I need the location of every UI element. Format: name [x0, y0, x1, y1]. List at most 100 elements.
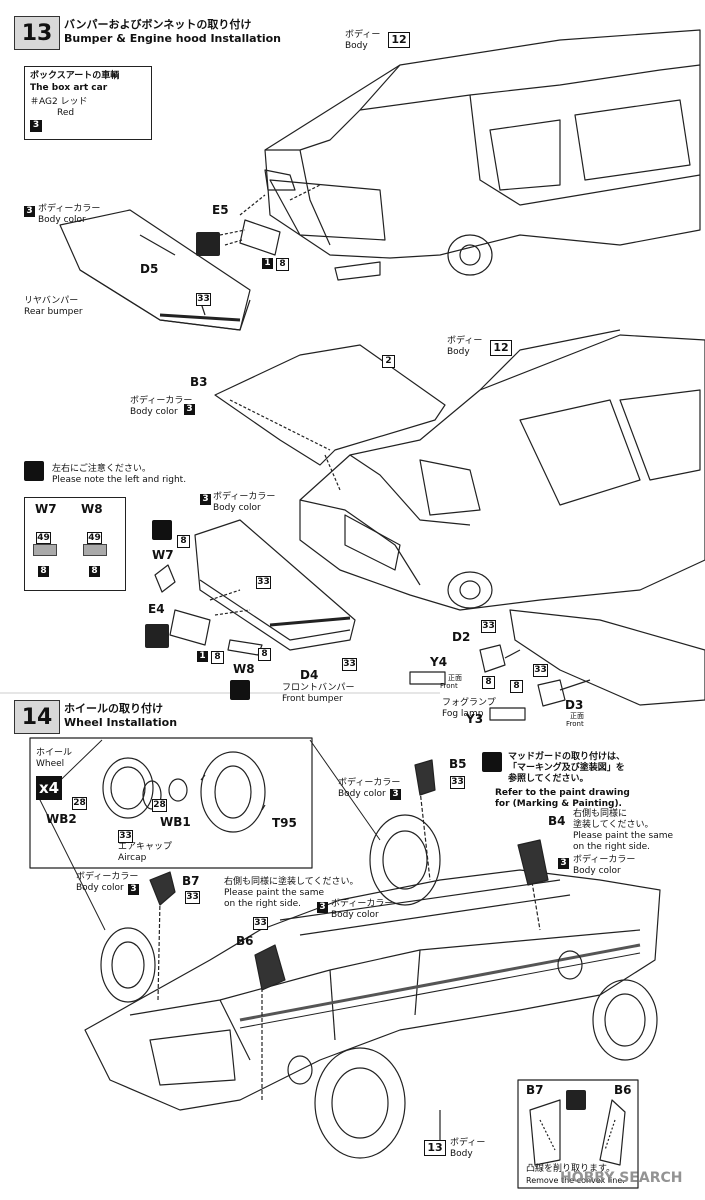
e4-number-8: 8: [211, 651, 224, 664]
b7-num-33: 33: [185, 891, 200, 904]
wheel-jp: ホイール: [36, 748, 73, 758]
mudguard-note-jp-3: 参照してください。: [508, 774, 589, 784]
part-b3-label: B3: [190, 375, 208, 389]
part-y4-label: Y4: [430, 655, 448, 669]
wheel-quantity: x4: [36, 776, 62, 800]
e5-number-1: 1: [262, 258, 273, 269]
aircap-num-33: 33: [118, 830, 133, 843]
part-wb1-label: WB1: [160, 815, 191, 829]
inset-note-jp: 凸線を削り取ります。: [526, 1164, 616, 1174]
w7-num-8: 8: [38, 566, 49, 577]
body-top-label-jp: ボディー: [345, 30, 381, 40]
part-b6-label: B6: [236, 934, 254, 948]
w8-number: 8: [258, 648, 271, 661]
body-bottom-part-number: 13: [424, 1140, 446, 1156]
decal-icon: [566, 1090, 586, 1110]
part-d4-label: D4: [300, 668, 319, 682]
hood-color-number: 3: [184, 404, 195, 415]
mid-color-en: Body color: [331, 910, 379, 920]
w7-num-49: 49: [36, 532, 51, 544]
mudguard-note-jp-1: マッドガードの取り付けは、: [508, 752, 626, 762]
rear-bumper-jp: リヤバンパー: [24, 296, 79, 306]
part-t95-label: T95: [272, 816, 297, 830]
body-mid-part-number: 12: [490, 340, 512, 356]
inset-b7-label: B7: [526, 1083, 544, 1097]
part-w8-label: W8: [233, 662, 255, 676]
body-bottom-jp: ボディー: [450, 1138, 486, 1148]
aircap-en: Aircap: [118, 853, 147, 863]
w8-num-49: 49: [87, 532, 102, 544]
hood-color-jp: ボディーカラー: [130, 396, 193, 406]
mudguard-note-jp-2: 「マーキング及び塗装図」を: [508, 763, 625, 773]
paintbrush-icon: [230, 680, 250, 700]
w8-panel-label: W8: [81, 502, 103, 516]
plate-e5: [239, 219, 281, 256]
paintbrush-icon: [152, 520, 172, 540]
b5-color-jp: ボディーカラー: [338, 778, 401, 788]
front-bumper-d4: [194, 519, 356, 651]
aircap-jp: エアキャップ: [118, 842, 173, 852]
b7-color-number: 3: [128, 884, 139, 895]
step-14-title: ホイールの取り付け Wheel Installation: [64, 702, 177, 730]
front-color-number: 3: [200, 494, 211, 505]
rear-color-en: Body color: [38, 215, 86, 225]
step-13-title: バンパーおよびボンネットの取り付け Bumper & Engine hood I…: [64, 18, 281, 46]
wheel-num-28a: 28: [72, 797, 87, 810]
boxart-color-jp: ＃AG2 レッド: [30, 97, 88, 107]
paintbrush-icon: [482, 752, 502, 772]
front-bumper-jp: フロントバンパー: [282, 683, 355, 693]
body-top-label-en: Body: [345, 41, 368, 51]
w8-num-8: 8: [89, 566, 100, 577]
b6-num-33: 33: [253, 917, 268, 930]
d2-num-33: 33: [481, 620, 496, 633]
boxart-title-jp: ボックスアートの車輌: [30, 71, 120, 81]
front-bumper-en: Front bumper: [282, 694, 343, 704]
body-mid-label-en: Body: [447, 347, 470, 357]
front-color-en: Body color: [213, 503, 261, 513]
rear-color-jp: ボディーカラー: [38, 204, 101, 214]
b5-num-33: 33: [450, 776, 465, 789]
front-jp-a: 正面: [448, 674, 462, 682]
d2-num-8: 8: [482, 676, 495, 689]
step-14-number: 14: [14, 700, 60, 734]
part-d2-label: D2: [452, 630, 471, 644]
rear-bumper-num-33: 33: [196, 293, 211, 306]
boxart-panel: ボックスアートの車輌 The box art car ＃AG2 レッド Red …: [24, 66, 152, 140]
boxart-color-number: 3: [30, 120, 42, 132]
b4-right-en: Please paint the same: [573, 831, 674, 841]
wheel-num-28b: 28: [152, 799, 167, 812]
paintbrush-icon: [24, 461, 44, 481]
b4-right-jp: 右側も同様に: [573, 809, 628, 819]
step-13-title-jp: バンパーおよびボンネットの取り付け: [64, 18, 252, 31]
part-w7-label: W7: [152, 548, 174, 562]
plate-e4: [169, 609, 211, 646]
watermark-text: HOBBY SEARCH: [560, 1170, 683, 1186]
part-b7-label: B7: [182, 874, 200, 888]
b4-right-en2: on the right side.: [573, 842, 651, 852]
wheel-wb2: [102, 757, 154, 819]
right-side-note-en-2: on the right side.: [224, 899, 302, 909]
part-e4-label: E4: [148, 602, 165, 616]
w8-decal-shape: [83, 544, 107, 556]
rear-bumper-en: Rear bumper: [24, 307, 83, 317]
front-color-jp: ボディーカラー: [213, 492, 276, 502]
body-bottom-en: Body: [450, 1149, 473, 1159]
part-d5-label: D5: [140, 262, 159, 276]
front-en-a: Front: [440, 682, 458, 690]
b5-color-number: 3: [390, 789, 401, 800]
w7-panel-label: W7: [35, 502, 57, 516]
mudguard-note-en-2: for (Marking & Painting).: [495, 799, 622, 809]
step-14-number-text: 14: [21, 704, 53, 730]
mid-color-jp: ボディーカラー: [331, 899, 394, 909]
step-13-number: 13: [14, 16, 60, 50]
step-14-title-jp: ホイールの取り付け: [64, 702, 163, 715]
mudguard-note-en-1: Refer to the paint drawing: [495, 788, 630, 798]
step-14-title-en: Wheel Installation: [64, 716, 178, 729]
front-bumper-num-33: 33: [256, 576, 271, 589]
fog-lamp-jp: フォグランプ: [442, 698, 496, 708]
part-b4-label: B4: [548, 814, 566, 828]
boxart-color-en: Red: [57, 108, 75, 118]
mid-color-number: 3: [317, 902, 328, 913]
b5-color-en: Body color: [338, 789, 386, 799]
b7-color-en: Body color: [76, 883, 124, 893]
